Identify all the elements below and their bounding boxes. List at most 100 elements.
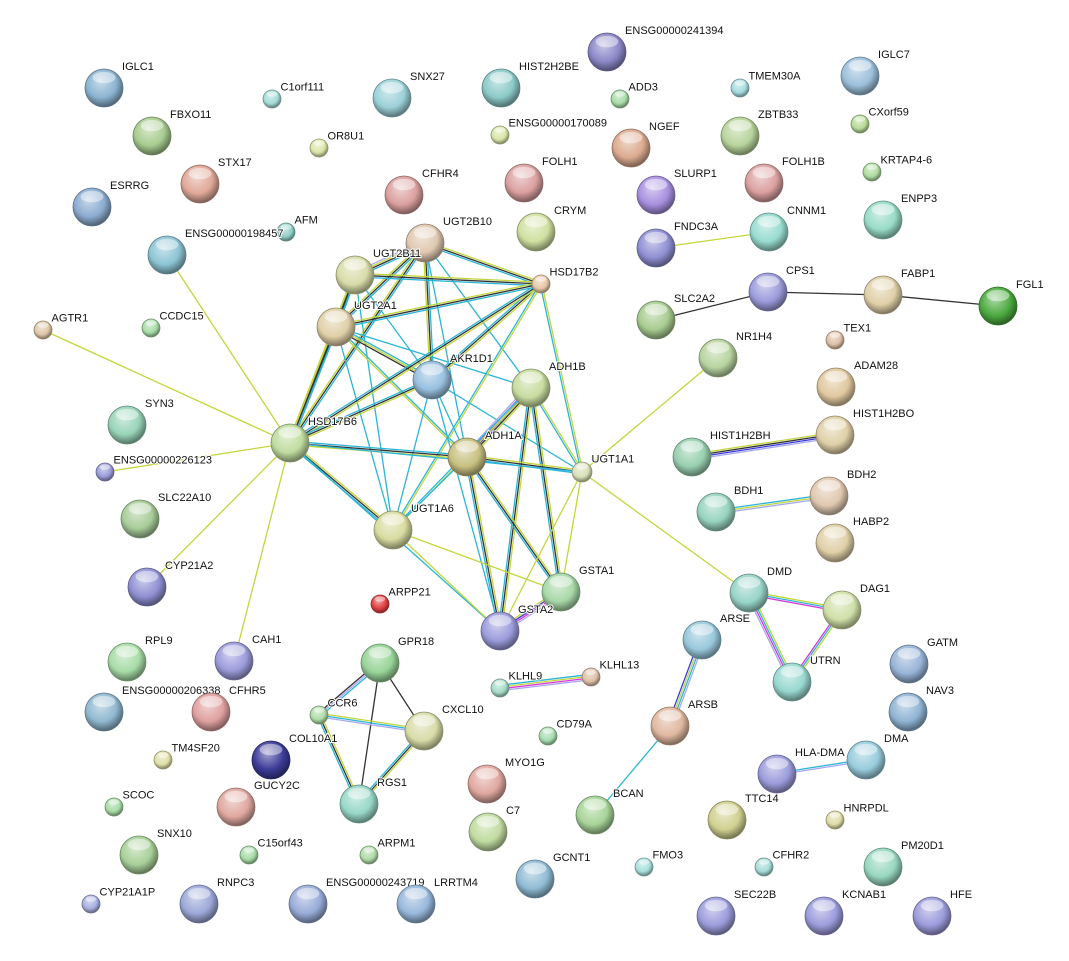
protein-node-sphere[interactable] <box>587 32 627 72</box>
node-enpp3[interactable]: ENPP3 <box>863 192 938 240</box>
protein-node-sphere[interactable] <box>863 200 903 240</box>
protein-node-sphere[interactable] <box>447 437 487 477</box>
node-slurp1[interactable]: SLURP1 <box>636 167 718 215</box>
protein-node-sphere[interactable] <box>72 187 112 227</box>
edge-KLHL9-KLHL13[interactable] <box>499 673 592 692</box>
node-or8u1[interactable]: OR8U1 <box>309 129 365 158</box>
edge-UGT2A1-ADH1B[interactable] <box>335 326 532 389</box>
node-fmo3[interactable]: FMO3 <box>634 848 684 877</box>
node-c1orf111[interactable]: C1orf111 <box>262 80 325 109</box>
protein-node-sphere[interactable] <box>682 620 722 660</box>
node-afm[interactable]: AFM <box>276 213 319 242</box>
node-cps1[interactable]: CPS1 <box>748 264 816 312</box>
protein-node-sphere[interactable] <box>191 692 231 732</box>
node-ensg00000243719[interactable]: ENSG00000243719 <box>288 876 426 924</box>
node-bdh1[interactable]: BDH1 <box>696 484 764 532</box>
node-pm20d1[interactable]: PM20D1 <box>863 839 945 887</box>
protein-node-sphere[interactable] <box>370 594 390 614</box>
node-scoc[interactable]: SCOC <box>104 788 155 817</box>
node-ugt2a1[interactable]: UGT2A1 <box>316 299 398 347</box>
protein-node-sphere[interactable] <box>107 642 147 682</box>
node-stx17[interactable]: STX17 <box>180 156 253 204</box>
node-arpm1[interactable]: ARPM1 <box>359 836 416 865</box>
protein-node-sphere[interactable] <box>825 810 845 830</box>
protein-node-sphere[interactable] <box>309 138 329 158</box>
protein-node-sphere[interactable] <box>575 795 615 835</box>
protein-node-sphere[interactable] <box>132 116 172 156</box>
edge-HSD17B2-UGT1A6[interactable] <box>391 283 543 531</box>
node-folh1[interactable]: FOLH1 <box>504 155 579 203</box>
node-ccr6[interactable]: CCR6 <box>309 696 359 725</box>
protein-node-sphere[interactable] <box>730 78 750 98</box>
edge-HSD17B6-AGTR1[interactable] <box>42 329 291 444</box>
edge-HIST1H2BH-HIST1H2BO[interactable] <box>691 431 836 461</box>
node-cyp21a1p[interactable]: CYP21A1P <box>81 885 156 914</box>
node-hist1h2bo[interactable]: HIST1H2BO <box>815 407 916 455</box>
node-nr1h4[interactable]: NR1H4 <box>698 330 773 378</box>
node-ttc14[interactable]: TTC14 <box>707 792 780 840</box>
node-slc22a10[interactable]: SLC22A10 <box>120 491 212 539</box>
edge-UGT1A1-DMD[interactable] <box>581 471 750 594</box>
node-hnrpdl[interactable]: HNRPDL <box>825 801 890 830</box>
node-col10a1[interactable]: COL10A1 <box>251 732 338 780</box>
edge-HSD17B6-ENSG00000198457[interactable] <box>166 254 291 444</box>
node-nav3[interactable]: NAV3 <box>888 684 955 732</box>
node-ensg00000170089[interactable]: ENSG00000170089 <box>490 116 608 145</box>
edge-AKR1D1-GSTA2[interactable] <box>431 379 501 632</box>
node-cfhr2[interactable]: CFHR2 <box>754 848 810 877</box>
protein-node-sphere[interactable] <box>276 222 296 242</box>
protein-node-sphere[interactable] <box>720 116 760 156</box>
node-hfe[interactable]: HFE <box>912 888 973 936</box>
node-hla-dma[interactable]: HLA-DMA <box>757 746 846 794</box>
node-gcnt1[interactable]: GCNT1 <box>515 851 591 899</box>
node-ugt2b11[interactable]: UGT2B11 <box>335 247 422 295</box>
node-ugt2b10[interactable]: UGT2B10 <box>405 215 493 263</box>
node-akr1d1[interactable]: AKR1D1 <box>412 352 494 400</box>
node-klhl9[interactable]: KLHL9 <box>490 669 543 698</box>
node-fabp1[interactable]: FABP1 <box>863 267 936 315</box>
node-cah1[interactable]: CAH1 <box>214 633 282 681</box>
edge-UGT2A1-UGT1A6[interactable] <box>335 326 394 531</box>
protein-node-sphere[interactable] <box>515 859 555 899</box>
protein-node-sphere[interactable] <box>239 845 259 865</box>
node-ugt1a6[interactable]: UGT1A6 <box>373 502 455 550</box>
edge-UGT2B11-UGT1A6[interactable] <box>354 274 394 531</box>
node-cfhr4[interactable]: CFHR4 <box>384 167 460 215</box>
protein-node-sphere[interactable] <box>538 726 558 746</box>
protein-node-sphere[interactable] <box>541 572 581 612</box>
node-kcnab1[interactable]: KCNAB1 <box>804 888 887 936</box>
node-adam28[interactable]: ADAM28 <box>816 359 899 407</box>
protein-node-sphere[interactable] <box>754 857 774 877</box>
node-c7[interactable]: C7 <box>468 804 521 852</box>
node-iglc7[interactable]: IGLC7 <box>840 48 911 96</box>
protein-node-sphere[interactable] <box>650 706 690 746</box>
protein-node-sphere[interactable] <box>360 643 400 683</box>
protein-node-sphere[interactable] <box>862 162 882 182</box>
node-utrn[interactable]: UTRN <box>772 654 842 702</box>
protein-node-sphere[interactable] <box>127 567 167 607</box>
protein-node-sphere[interactable] <box>153 750 173 770</box>
node-tex1[interactable]: TEX1 <box>825 321 872 350</box>
protein-node-sphere[interactable] <box>468 812 508 852</box>
edge-GPR18-RGS1[interactable] <box>358 662 381 805</box>
node-cfhr5[interactable]: CFHR5 <box>191 684 267 732</box>
protein-node-sphere[interactable] <box>636 228 676 268</box>
edge-UGT2B11-AKR1D1[interactable] <box>354 274 433 381</box>
node-tmem30a[interactable]: TMEM30A <box>730 69 802 98</box>
node-gucy2c[interactable]: GUCY2C <box>216 779 301 827</box>
protein-node-sphere[interactable] <box>748 272 788 312</box>
node-adh1b[interactable]: ADH1B <box>511 360 587 408</box>
protein-node-sphere[interactable] <box>81 894 101 914</box>
protein-node-sphere[interactable] <box>809 476 849 516</box>
node-slc2a2[interactable]: SLC2A2 <box>636 292 716 340</box>
protein-node-sphere[interactable] <box>772 662 812 702</box>
edge-HSD17B2-UGT1A1[interactable] <box>539 283 584 473</box>
edge-UGT2B11-HSD17B2[interactable] <box>354 272 542 287</box>
edge-UGT1A6-GSTA1[interactable] <box>392 529 562 593</box>
node-rgs1[interactable]: RGS1 <box>339 776 408 824</box>
node-cnnm1[interactable]: CNNM1 <box>749 204 827 252</box>
node-crym[interactable]: CRYM <box>516 204 587 252</box>
protein-node-sphere[interactable] <box>180 164 220 204</box>
protein-node-sphere[interactable] <box>707 800 747 840</box>
